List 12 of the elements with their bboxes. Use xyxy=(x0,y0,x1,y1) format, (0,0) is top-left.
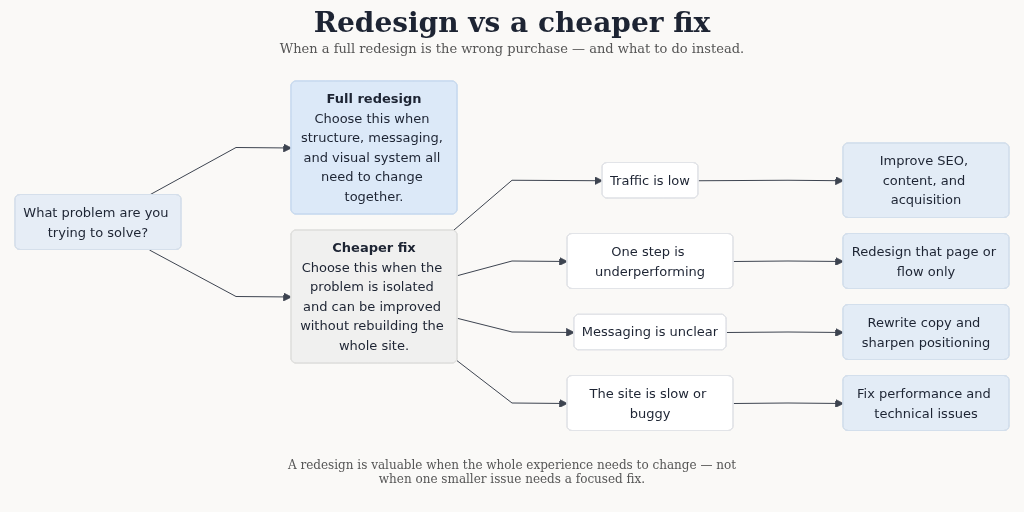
arrow xyxy=(733,257,844,267)
arrow xyxy=(457,257,568,277)
arrow xyxy=(457,318,575,338)
arrow xyxy=(726,328,844,338)
title: Redesign vs a cheaper fix xyxy=(312,6,712,39)
arrow xyxy=(733,399,844,409)
arrow xyxy=(452,176,603,232)
footnote: A redesign is valuable when the whole experience needs to change — not when one smaller issue needs a focused fix. xyxy=(287,458,737,486)
arrow xyxy=(697,176,844,186)
arrow xyxy=(456,360,568,409)
arrow xyxy=(148,249,292,302)
subtitle: When a full redesign is the wrong purchase — and what to do instead. xyxy=(278,41,746,56)
